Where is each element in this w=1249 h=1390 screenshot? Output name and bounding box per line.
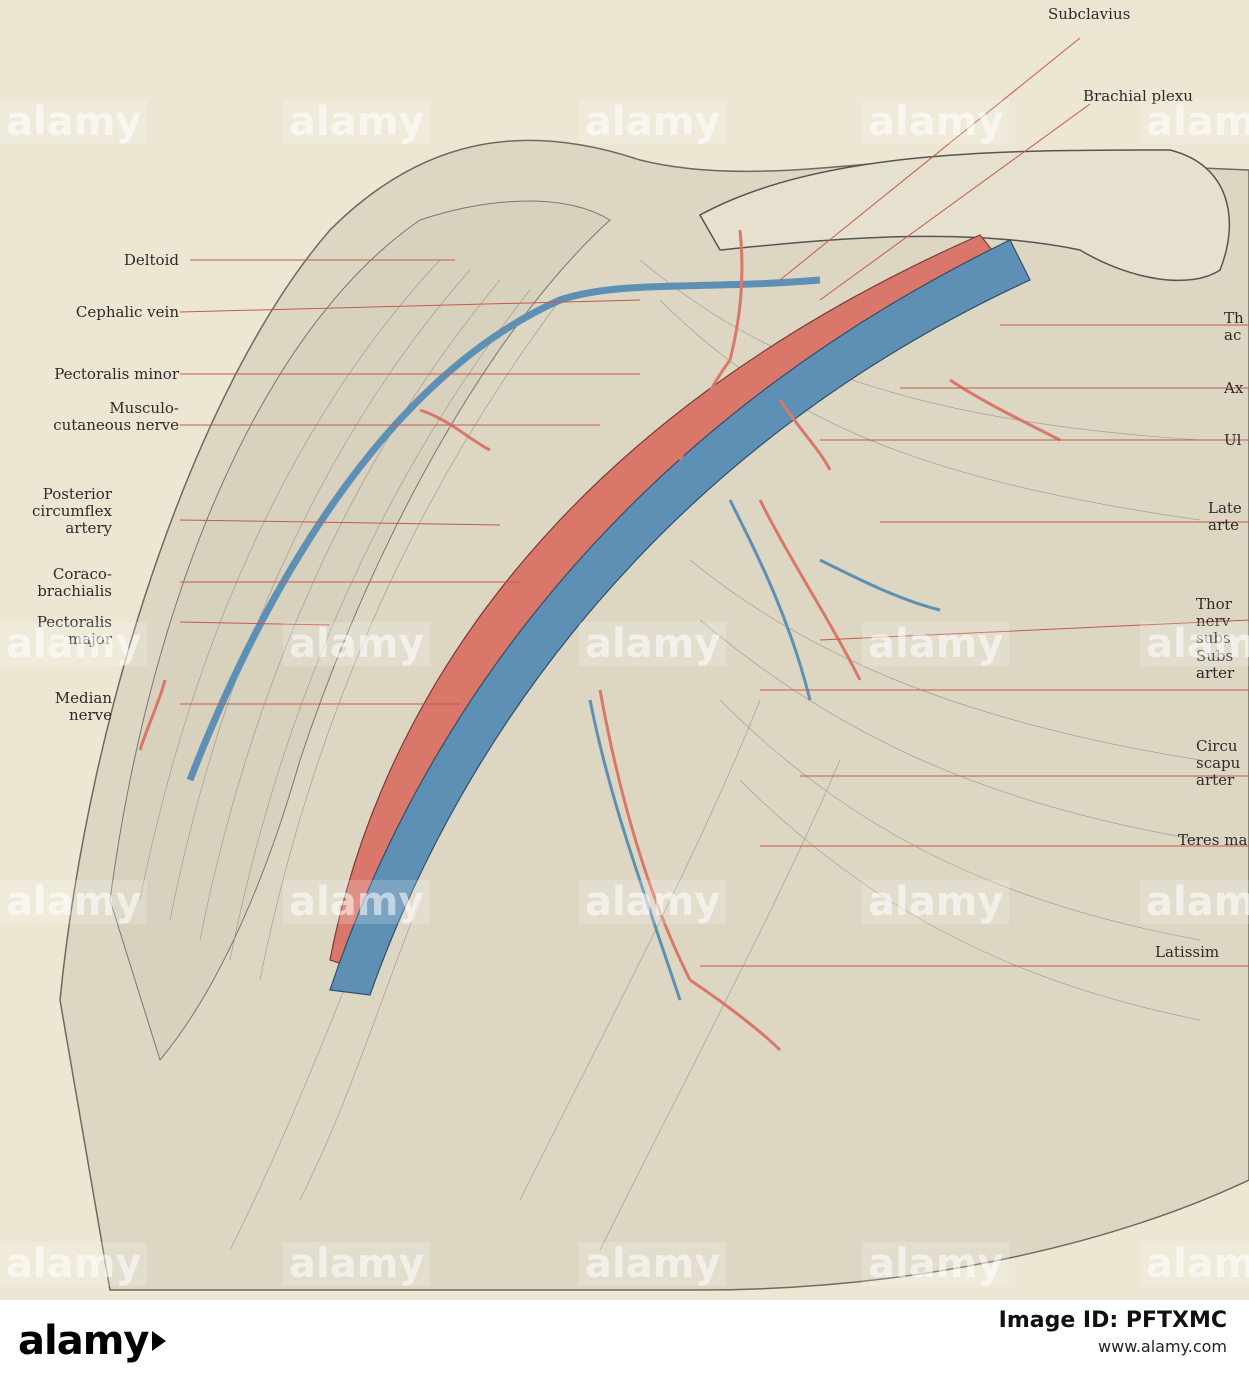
watermark: alamy	[862, 622, 1010, 666]
footer-bar: alamy Image ID: PFTXMC www.alamy.com	[0, 1300, 1249, 1390]
leader-lines-right	[700, 37, 1249, 967]
label-subclavius: Subclavius	[1048, 5, 1131, 23]
watermark: alamy	[283, 622, 431, 666]
image-id: Image ID: PFTXMC	[998, 1308, 1227, 1333]
label-thoracic-nerve: Thor nerv subs	[1196, 595, 1232, 647]
label-ulnar: Ul	[1224, 431, 1242, 449]
arterial-branches	[138, 229, 1061, 1052]
site-url[interactable]: www.alamy.com	[1098, 1337, 1227, 1356]
watermark: alamy	[579, 622, 727, 666]
watermark: alamy	[0, 622, 148, 666]
label-lateral-artery: Late arte	[1208, 499, 1242, 534]
logo-arrow-icon	[152, 1331, 167, 1351]
label-subscapular-artery: Subs arter	[1196, 647, 1235, 682]
label-deltoid: Deltoid	[123, 251, 179, 269]
watermark: alamy	[283, 880, 431, 924]
label-axillary: Ax	[1224, 379, 1244, 397]
watermark: alamy	[1140, 880, 1249, 924]
watermark: alamy	[862, 100, 1010, 144]
watermark: alamy	[862, 1242, 1010, 1286]
label-latissimus: Latissim	[1155, 943, 1220, 961]
venous-branches	[588, 499, 941, 1001]
label-brachial-plexus: Brachial plexu	[1083, 87, 1193, 105]
watermark: alamy	[283, 100, 431, 144]
alamy-logo[interactable]: alamy	[18, 1318, 170, 1364]
label-cephalic-vein: Cephalic vein	[75, 303, 179, 321]
axillary-vein	[329, 239, 1031, 996]
watermark: alamy	[579, 100, 727, 144]
watermark: alamy	[1140, 622, 1249, 666]
watermark: alamy	[283, 1242, 431, 1286]
watermark: alamy	[1140, 1242, 1249, 1286]
watermark: alamy	[579, 1242, 727, 1286]
label-pectoralis-minor: Pectoralis minor	[54, 365, 179, 383]
label-thoraco-acromial: Th ac	[1224, 309, 1244, 344]
watermark: alamy	[579, 880, 727, 924]
anatomical-plate: Deltoid Cephalic vein Pectoralis minor M…	[0, 0, 1249, 1300]
watermark: alamy	[1140, 100, 1249, 144]
label-circumflex-scapular-artery: Circu scapu arter	[1196, 737, 1241, 789]
watermark: alamy	[862, 880, 1010, 924]
cephalic-vein	[186, 276, 821, 782]
footer-info: Image ID: PFTXMC www.alamy.com	[999, 1308, 1227, 1360]
watermark: alamy	[0, 1242, 148, 1286]
label-median-nerve: Median nerve	[54, 689, 112, 724]
watermark: alamy	[0, 100, 148, 144]
label-musculo-cutaneous-nerve: Musculo- cutaneous nerve	[53, 399, 179, 434]
leader-lines-left	[179, 259, 641, 705]
logo-text: alamy	[18, 1318, 149, 1364]
clavicle	[698, 149, 1231, 282]
watermark: alamy	[0, 880, 148, 924]
label-teres-major: Teres ma	[1178, 831, 1248, 849]
label-coraco-brachialis: Coraco- brachialis	[37, 565, 112, 600]
deltoid-muscle	[109, 200, 611, 1062]
label-posterior-circumflex-artery: Posterior circumflex artery	[32, 485, 112, 537]
label-pectoralis-major: Pectoralis major	[36, 613, 112, 648]
axilla-illustration	[59, 37, 1249, 1291]
